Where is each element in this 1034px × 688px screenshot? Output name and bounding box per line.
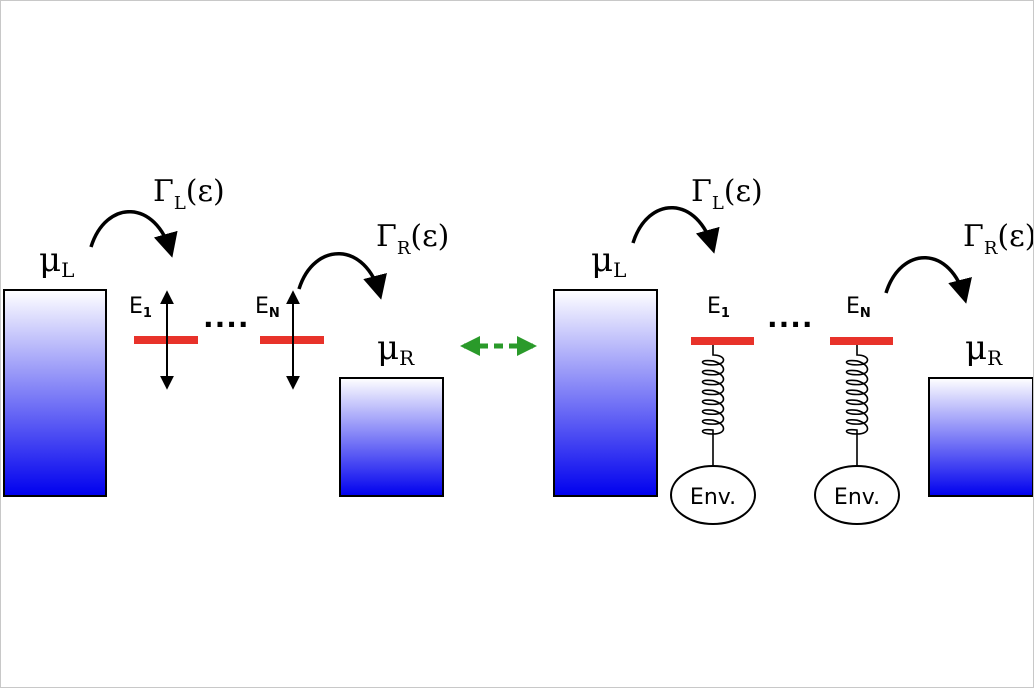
left-reservoir: [3, 289, 107, 497]
right-reservoir: [339, 377, 444, 497]
environment-label-n: Env.: [834, 485, 880, 510]
hop-arrow-right: [297, 252, 387, 300]
gamma-right-label: ΓR(ε): [376, 219, 449, 259]
spring-coupling-1: [701, 345, 725, 466]
ellipsis-dots: ····: [203, 308, 250, 341]
level-en-label: EN: [846, 294, 871, 321]
left-reservoir: [553, 289, 658, 497]
level-e1-label: E1: [129, 294, 152, 321]
left-panel: μL μR ΓL(ε) ΓR(ε) E1 EN ····: [3, 174, 449, 497]
environment-node-1: [670, 465, 756, 525]
mu-right-label: μR: [377, 328, 415, 370]
mu-left-label: μL: [39, 240, 74, 282]
right-panel: μL μR ΓL(ε) ΓR(ε) E1 EN ····: [553, 174, 1033, 525]
hop-arrow-left: [631, 206, 720, 254]
level-en-label: EN: [255, 294, 280, 321]
hop-arrow-left: [89, 210, 178, 258]
environment-node-n: [814, 465, 900, 525]
gamma-left-label: ΓL(ε): [153, 174, 225, 214]
gamma-right-label: ΓR(ε): [963, 219, 1033, 259]
environment-label-1: Env.: [690, 485, 736, 510]
gamma-left-label: ΓL(ε): [691, 174, 763, 214]
level-e1-label: E1: [707, 294, 730, 321]
right-reservoir: [928, 377, 1033, 497]
mu-right-label: μR: [965, 328, 1003, 370]
mu-left-label: μL: [591, 240, 626, 282]
spring-coupling-n: [845, 345, 869, 466]
hop-arrow-right: [884, 256, 972, 304]
ellipsis-dots: ····: [767, 308, 814, 341]
